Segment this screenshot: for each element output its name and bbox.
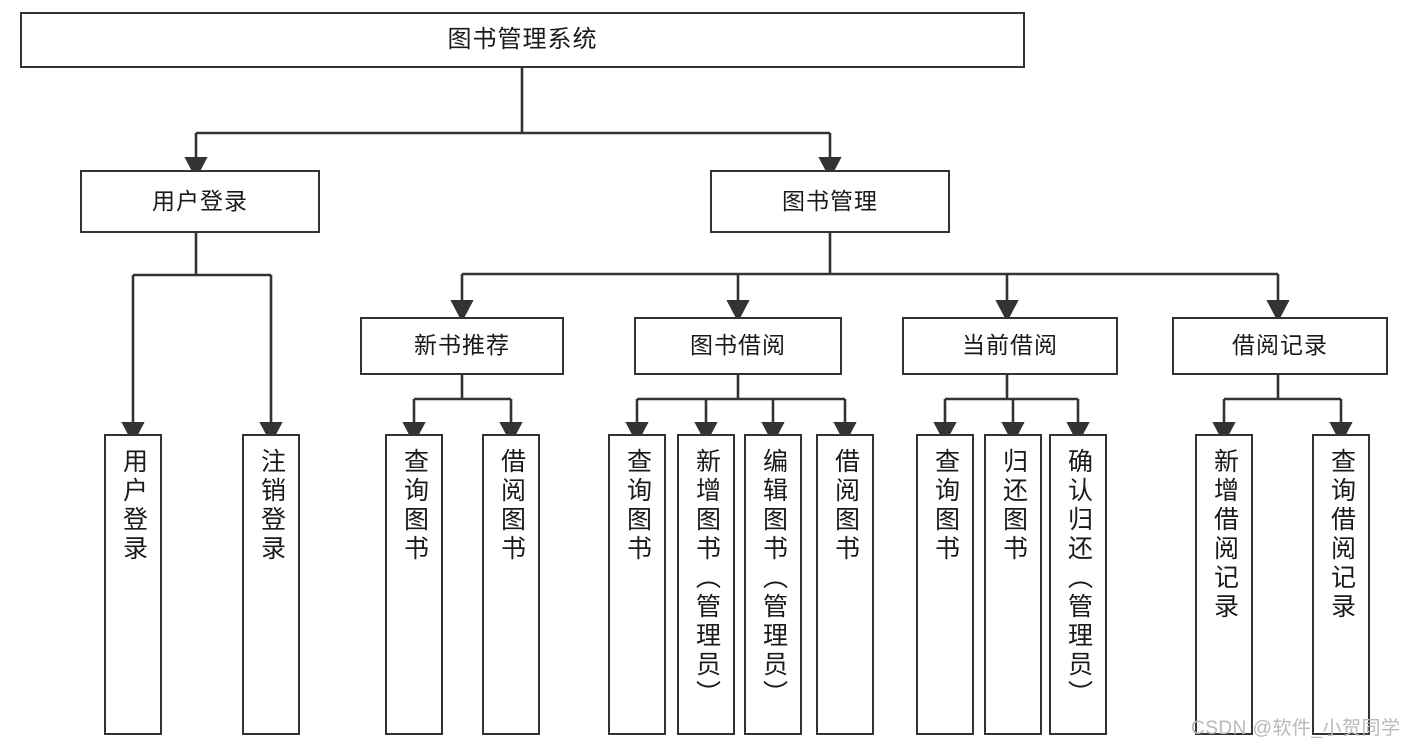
- node-label: 注销登录: [257, 448, 286, 564]
- node-label: 用户登录: [152, 187, 248, 214]
- leaf-recommend-query-book[interactable]: 查询图书: [385, 434, 443, 735]
- leaf-borrow-borrow-book[interactable]: 借阅图书: [816, 434, 874, 735]
- node-label: 用户登录: [119, 448, 148, 564]
- node-current-borrow[interactable]: 当前借阅: [902, 317, 1118, 375]
- leaf-borrow-query-book[interactable]: 查询图书: [608, 434, 666, 735]
- node-label: 归还图书: [999, 448, 1028, 564]
- node-label: 借阅图书: [497, 448, 526, 564]
- node-label: 借阅记录: [1232, 332, 1328, 359]
- leaf-borrow-edit-book-admin[interactable]: 编辑图书（管理员）: [744, 434, 802, 735]
- leaf-recommend-borrow-book[interactable]: 借阅图书: [482, 434, 540, 735]
- node-book-borrow[interactable]: 图书借阅: [634, 317, 842, 375]
- node-label: 查询图书: [931, 448, 960, 564]
- node-label: 编辑图书（管理员）: [759, 448, 788, 709]
- node-user-login[interactable]: 用户登录: [80, 170, 320, 233]
- leaf-record-query-borrow-record[interactable]: 查询借阅记录: [1312, 434, 1370, 735]
- leaf-current-return-book[interactable]: 归还图书: [984, 434, 1042, 735]
- csdn-watermark: CSDN @软件_小贺同学: [1191, 718, 1401, 739]
- leaf-current-confirm-return-admin[interactable]: 确认归还（管理员）: [1049, 434, 1107, 735]
- leaf-user-login-logout[interactable]: 注销登录: [242, 434, 300, 735]
- node-borrow-record[interactable]: 借阅记录: [1172, 317, 1388, 375]
- node-label: 确认归还（管理员）: [1064, 448, 1093, 709]
- leaf-user-login-login[interactable]: 用户登录: [104, 434, 162, 735]
- node-book-management[interactable]: 图书管理: [710, 170, 950, 233]
- node-label: 图书管理系统: [447, 25, 598, 53]
- node-root-book-management-system[interactable]: 图书管理系统: [20, 12, 1025, 68]
- node-label: 借阅图书: [831, 448, 860, 564]
- node-label: 图书借阅: [690, 332, 786, 359]
- node-label: 新增借阅记录: [1210, 448, 1239, 622]
- node-new-book-recommend[interactable]: 新书推荐: [360, 317, 564, 375]
- node-label: 图书管理: [782, 187, 878, 214]
- node-label: 查询图书: [623, 448, 652, 564]
- node-label: 当前借阅: [962, 332, 1058, 359]
- leaf-record-add-borrow-record[interactable]: 新增借阅记录: [1195, 434, 1253, 735]
- leaf-borrow-add-book-admin[interactable]: 新增图书（管理员）: [677, 434, 735, 735]
- node-label: 查询图书: [400, 448, 429, 564]
- node-label: 新增图书（管理员）: [692, 448, 721, 709]
- node-label: 查询借阅记录: [1327, 448, 1356, 622]
- node-label: 新书推荐: [414, 332, 510, 359]
- leaf-current-query-book[interactable]: 查询图书: [916, 434, 974, 735]
